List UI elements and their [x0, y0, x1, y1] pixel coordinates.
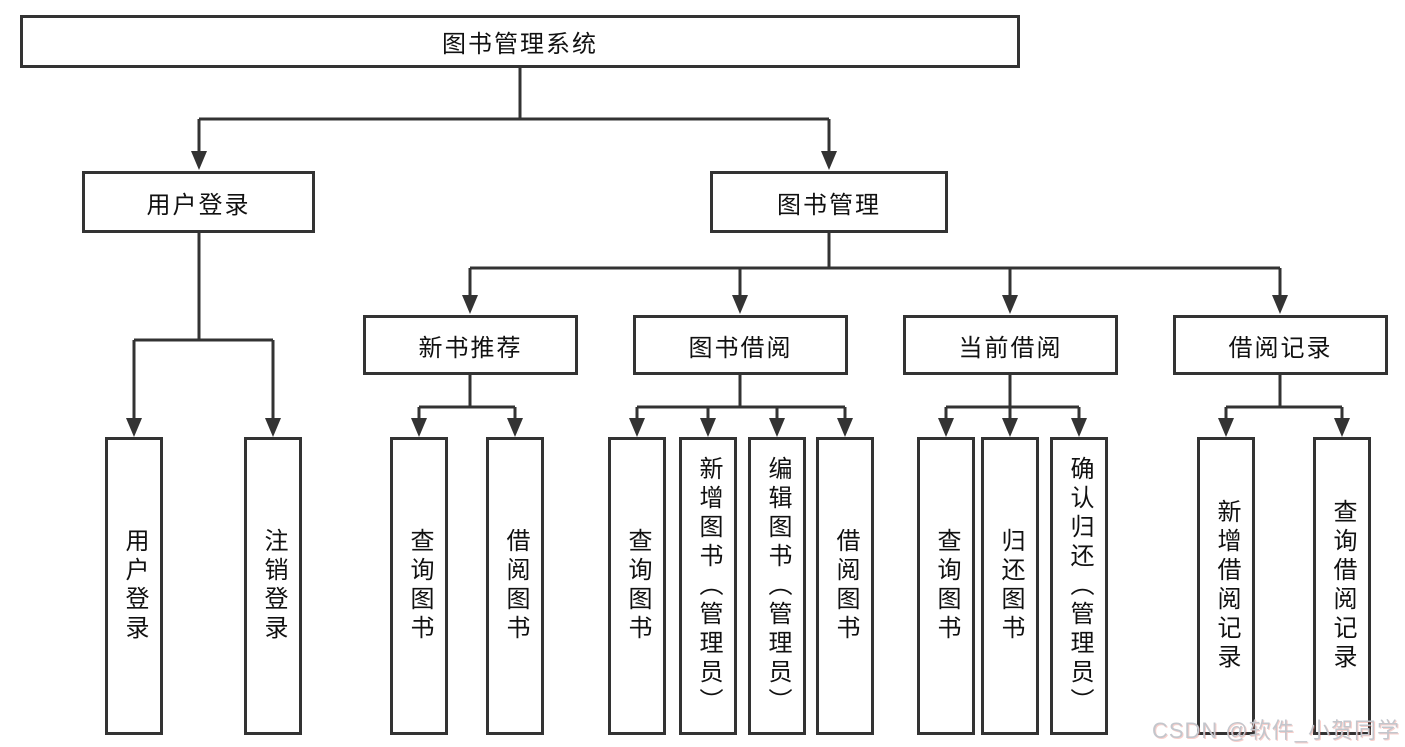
node-label: 当前借阅: [958, 334, 1063, 362]
node-label: 图书管理系统: [442, 31, 598, 58]
node-label: 查询图书: [624, 528, 651, 644]
leaf-add-book-admin: 新增图书（管理员）: [679, 437, 737, 735]
node-book-management: 图书管理: [710, 171, 948, 233]
node-current-borrowing: 当前借阅: [903, 315, 1118, 375]
node-label: 查询图书: [406, 528, 433, 644]
node-label: 查询图书: [933, 528, 960, 644]
node-label: 新增图书（管理员）: [695, 455, 722, 717]
node-label: 借阅图书: [502, 528, 529, 644]
node-label: 归还图书: [997, 528, 1024, 644]
node-label: 新书推荐: [418, 334, 523, 362]
node-label: 注销登录: [260, 528, 287, 644]
leaf-confirm-return-admin: 确认归还（管理员）: [1050, 437, 1108, 735]
leaf-logout: 注销登录: [244, 437, 302, 735]
node-borrowing-records: 借阅记录: [1173, 315, 1388, 375]
node-new-book-recommendation: 新书推荐: [363, 315, 578, 375]
csdn-watermark: CSDN @软件_小贺同学: [1151, 718, 1400, 743]
leaf-user-login: 用户登录: [105, 437, 163, 735]
node-label: 用户登录: [146, 191, 251, 219]
node-label: 确认归还（管理员）: [1066, 455, 1093, 717]
node-label: 图书管理: [777, 191, 881, 219]
leaf-add-borrow-record: 新增借阅记录: [1197, 437, 1255, 735]
leaf-return-book: 归还图书: [981, 437, 1039, 735]
leaf-query-books-2: 查询图书: [608, 437, 666, 735]
node-label: 新增借阅记录: [1213, 499, 1240, 673]
leaf-borrow-books-1: 借阅图书: [486, 437, 544, 735]
leaf-borrow-books-2: 借阅图书: [816, 437, 874, 735]
leaf-query-books-1: 查询图书: [390, 437, 448, 735]
node-library-management-system: 图书管理系统: [20, 15, 1020, 68]
node-user-login: 用户登录: [82, 171, 315, 233]
leaf-query-borrow-record: 查询借阅记录: [1313, 437, 1371, 735]
node-label: 用户登录: [121, 528, 148, 644]
node-label: 图书借阅: [688, 334, 793, 362]
node-label: 编辑图书（管理员）: [764, 455, 791, 717]
node-label: 查询借阅记录: [1329, 499, 1356, 673]
node-label: 借阅图书: [832, 528, 859, 644]
node-book-borrowing: 图书借阅: [633, 315, 848, 375]
leaf-edit-book-admin: 编辑图书（管理员）: [748, 437, 806, 735]
node-label: 借阅记录: [1228, 334, 1333, 362]
leaf-query-books-3: 查询图书: [917, 437, 975, 735]
